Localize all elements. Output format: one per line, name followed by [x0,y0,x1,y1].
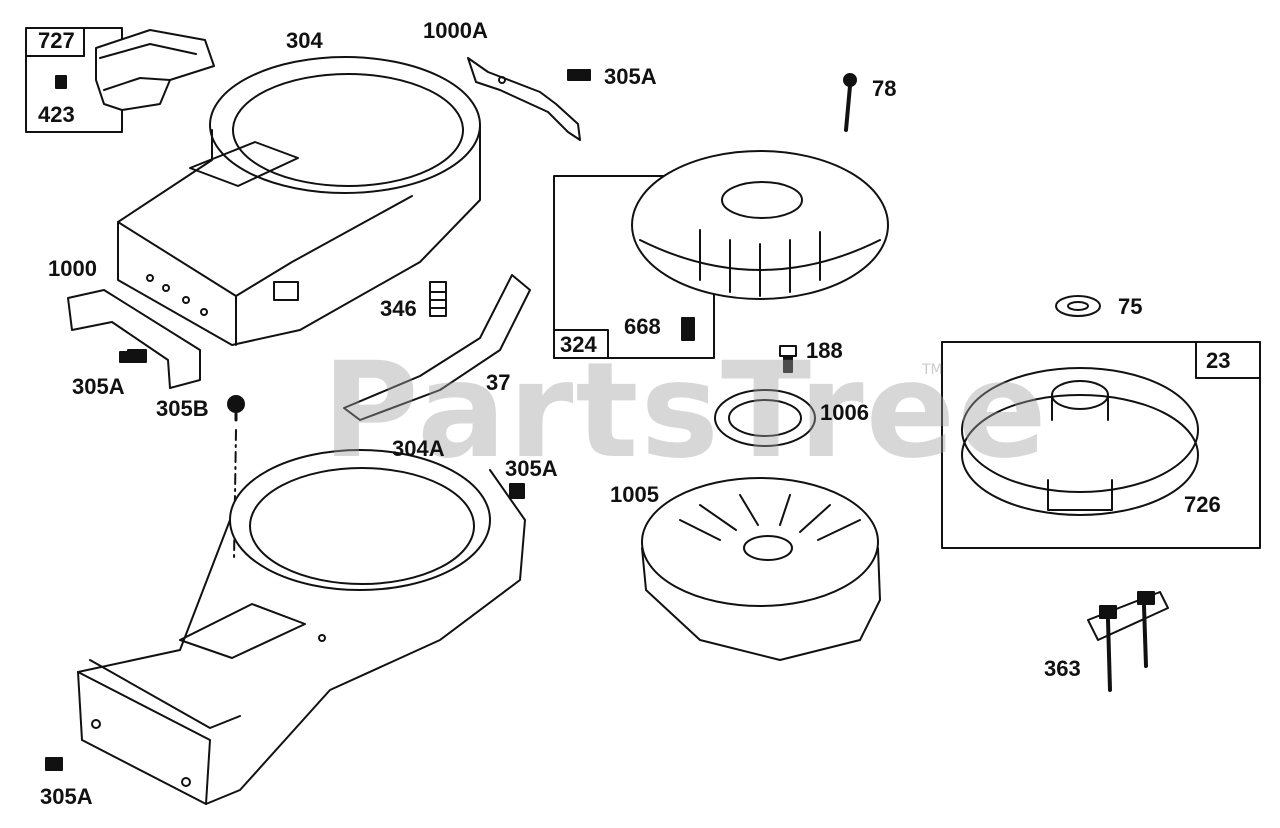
part-305a-screw-bottom [45,757,63,771]
callout-23: 23 [1206,348,1231,373]
part-305a-screw-left [127,349,147,363]
part-1005-fan [641,477,881,661]
callout-37: 37 [486,370,511,395]
part-188-screw [779,345,797,373]
callout-304a: 304A [392,436,445,461]
part-305a-screw-mid [509,483,525,499]
part-78-screw [843,73,857,132]
callout-305a-left: 305A [72,374,125,399]
callout-78: 78 [872,76,897,101]
callout-363: 363 [1044,656,1081,681]
part-1000a-bracket [467,57,581,141]
part-305a-screw-top [567,69,591,81]
part-304a-blower-housing [77,449,526,805]
part-304-blower-housing [117,56,481,346]
callout-726: 726 [1184,492,1221,517]
part-37-air-guide [343,274,531,421]
part-363-bracket [1087,591,1169,692]
part-324-rewind-starter [553,150,889,359]
callout-304: 304 [286,28,323,53]
part-23-flywheel-assembly [941,341,1261,549]
watermark: PartsTree [322,334,1049,488]
callout-305a-top: 305A [604,64,657,89]
callout-346: 346 [380,296,417,321]
part-75-washer [1055,295,1101,317]
part-305b-screw [227,395,245,561]
callout-188: 188 [806,338,843,363]
callout-305a-bottom: 305A [40,784,93,809]
callout-324: 324 [560,332,597,357]
callout-305a-mid: 305A [505,456,558,481]
callout-305b: 305B [156,396,209,421]
part-727-box [25,27,215,133]
callout-423: 423 [38,102,75,127]
callout-727: 727 [38,28,75,53]
part-1006-ring [714,389,816,447]
watermark-trademark: TM [922,362,943,378]
callout-1005: 1005 [610,482,659,507]
callout-1000a: 1000A [423,18,488,43]
callout-1006: 1006 [820,400,869,425]
callout-668: 668 [624,314,661,339]
callout-75: 75 [1118,294,1143,319]
part-346-bolt [429,281,447,317]
callout-1000: 1000 [48,256,97,281]
